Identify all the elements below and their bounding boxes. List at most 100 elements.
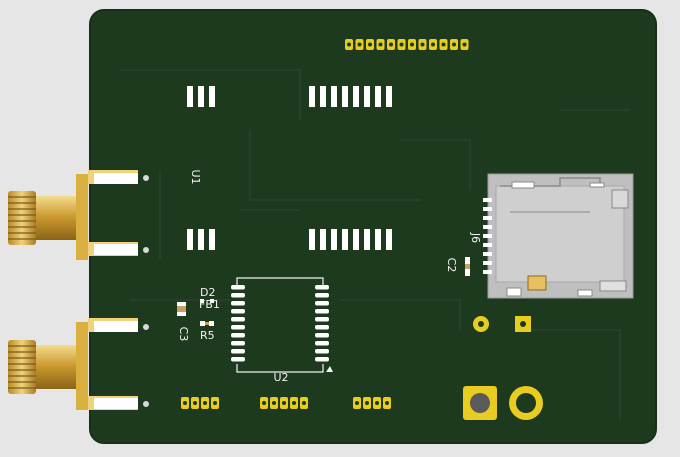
u1-label: U1 (189, 169, 202, 184)
smd-pad (364, 229, 370, 250)
header-pin (270, 397, 278, 409)
u2-pad (231, 333, 245, 338)
fb1-label: FB1 (199, 298, 220, 311)
header-pin (201, 397, 209, 409)
square-pad-small-right (515, 316, 531, 332)
sd-pin (483, 261, 492, 265)
d2-label: D2 (200, 286, 215, 299)
u2-pad (231, 341, 245, 346)
bottom-header-left (181, 397, 219, 409)
bottom-header-right (353, 397, 391, 409)
top-pin-header (345, 39, 469, 50)
u2-pad (315, 293, 329, 298)
u2-pads (231, 285, 329, 362)
header-pin (460, 39, 469, 50)
header-pin (355, 39, 364, 50)
header-pin (373, 397, 381, 409)
header-pin (280, 397, 288, 409)
d2-fb1-r5-pads (200, 299, 214, 326)
smd-pad (309, 229, 315, 250)
header-pin (363, 397, 371, 409)
header-pin (300, 397, 308, 409)
sd-pin (483, 216, 492, 220)
header-pin (345, 39, 353, 50)
u2-pad (231, 293, 245, 298)
copper-traces (120, 69, 630, 420)
u2-pad (315, 357, 329, 362)
r5-label: R5 (200, 329, 215, 342)
c3-capacitor (177, 302, 186, 316)
header-pin (181, 397, 189, 409)
power-pad-square (463, 386, 497, 420)
smd-pad (353, 86, 359, 107)
bottom-header-middle (260, 397, 308, 409)
u2-pad (315, 317, 329, 322)
header-pin (211, 397, 219, 409)
smd-pad (320, 86, 326, 107)
u2-pad (231, 301, 245, 306)
header-pin (366, 39, 374, 50)
u2-pad (315, 341, 329, 346)
header-pin (408, 39, 416, 50)
u2-pad (231, 325, 245, 330)
u1-pads-top-right (309, 86, 392, 107)
c3-label: C3 (177, 327, 190, 342)
header-pin (450, 39, 458, 50)
header-pin (429, 39, 437, 50)
u1-pads-bottom-right (309, 229, 392, 250)
c2-label: C2 (445, 258, 458, 273)
header-pin (387, 39, 395, 50)
sma-connector-top (8, 170, 149, 260)
smd-pad (353, 229, 359, 250)
u2-pad (231, 309, 245, 314)
smd-pad (331, 86, 337, 107)
power-pad-round (509, 386, 543, 420)
sd-pin (483, 198, 492, 202)
c2-capacitor (465, 257, 470, 276)
header-pin (397, 39, 406, 50)
sd-pin (483, 234, 492, 238)
j6-label: J6 (469, 232, 482, 243)
sd-card-socket (487, 173, 634, 299)
u2-pad (315, 333, 329, 338)
u2-pin1-marker (326, 366, 333, 372)
u2-pad (315, 349, 329, 354)
u2-pad (315, 301, 329, 306)
sd-pin (483, 225, 492, 229)
header-pin (191, 397, 199, 409)
smd-pad (331, 229, 337, 250)
sd-pin (483, 252, 492, 256)
header-pin (260, 397, 268, 409)
smd-pad (342, 86, 348, 107)
u2-pad (315, 309, 329, 314)
smd-pad (386, 86, 392, 107)
smd-pad (309, 86, 315, 107)
square-pad-small-left (473, 316, 489, 332)
u2-pad (231, 317, 245, 322)
header-pin (353, 397, 361, 409)
smd-pad (386, 229, 392, 250)
smd-pad (375, 86, 381, 107)
header-pin (418, 39, 427, 50)
header-pin (383, 397, 391, 409)
header-pin (439, 39, 448, 50)
u2-pad (315, 325, 329, 330)
u2-pad (231, 357, 245, 362)
smd-pad (342, 229, 348, 250)
u2-label: U2 (273, 371, 288, 384)
u1-pads-bottom-left (187, 229, 215, 250)
sd-socket-pins (483, 198, 492, 274)
u2-chip-outline (236, 277, 324, 373)
u1-pads-top-left (187, 86, 215, 107)
sd-pin (483, 270, 492, 274)
smd-pad (320, 229, 326, 250)
sd-pin (483, 207, 492, 211)
header-pin (376, 39, 385, 50)
sd-pin (483, 243, 492, 247)
header-pin (290, 397, 298, 409)
u2-pad (315, 285, 329, 290)
smd-pad (375, 229, 381, 250)
sma-connector-bottom (8, 318, 149, 410)
u2-pad (231, 349, 245, 354)
